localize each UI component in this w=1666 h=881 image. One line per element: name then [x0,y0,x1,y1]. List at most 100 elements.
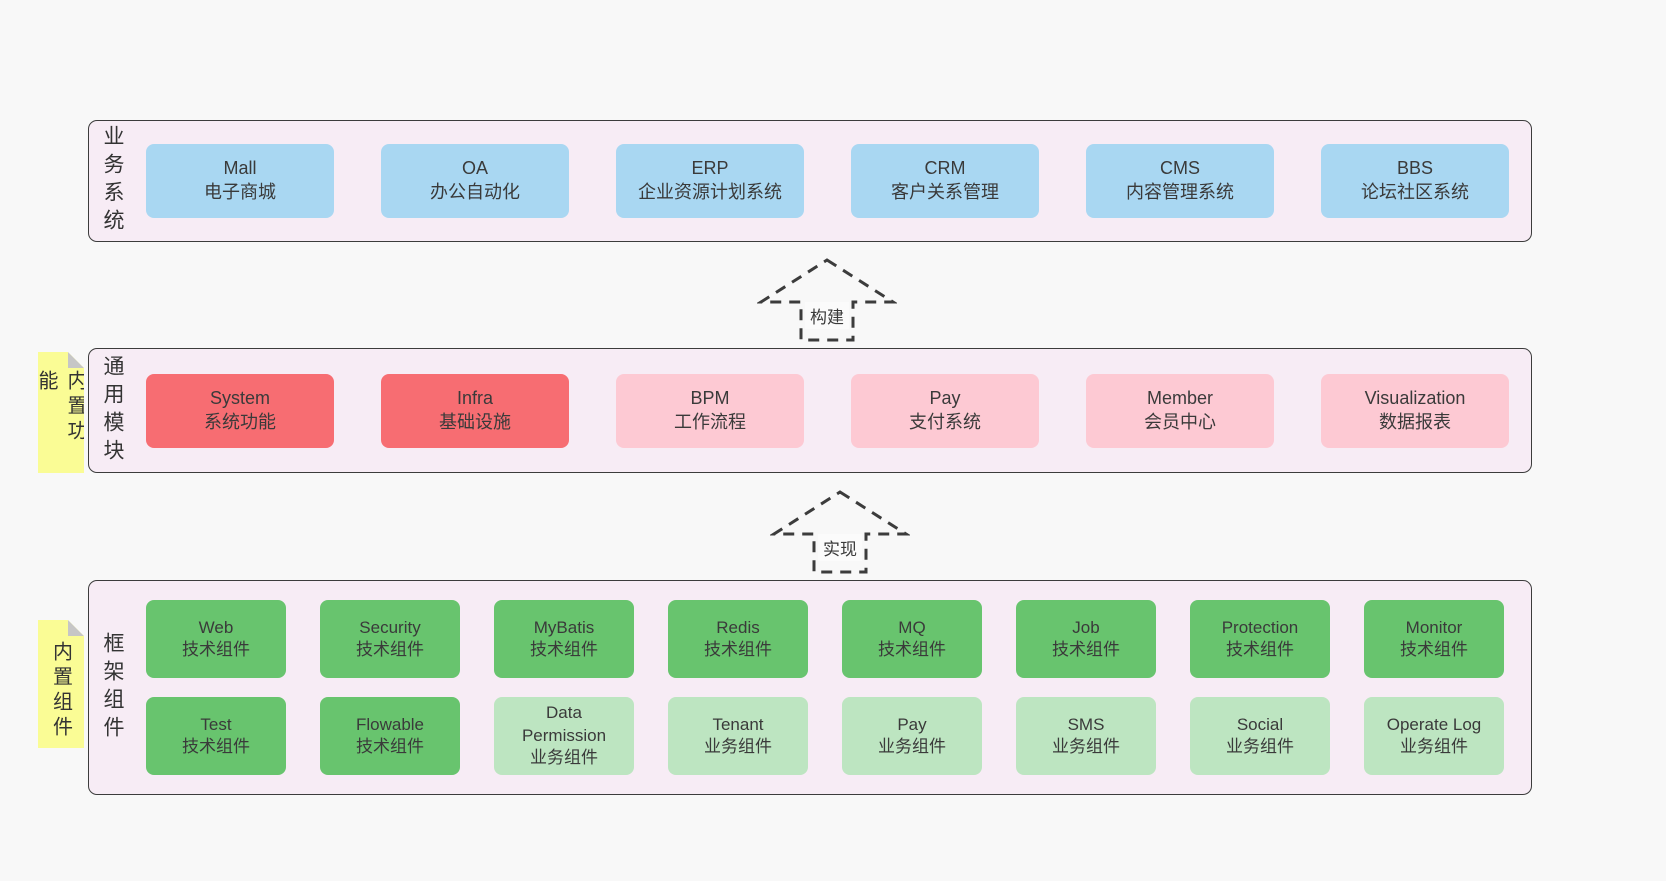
module-box-visualization: Visualization 数据报表 [1321,373,1509,448]
module-box-oa: OA 办公自动化 [381,144,569,218]
module-box-operate-log: Operate Log 业务组件 [1364,697,1504,775]
module-box-monitor: Monitor 技术组件 [1364,600,1504,678]
folded-corner-icon [68,620,84,636]
module-title: Pay [897,714,927,734]
business-systems-panel: 业务系统 Mall 电子商城 OA 办公自动化 ERP 企业资源计划系统 CRM 客户关系管理… [88,120,1532,242]
module-title: Operate Log [1386,714,1482,734]
module-title: Mall [223,158,257,179]
module-box-protection: Protection 技术组件 [1190,600,1330,678]
module-title: Member [1146,387,1213,408]
module-title: MyBatis [533,617,595,637]
common-modules-label: 通用模块 [101,354,124,467]
module-subtitle: 技术组件 [878,640,946,659]
module-row: Mall 电子商城 OA 办公自动化 ERP 企业资源计划系统 CRM 客户关系管理 CMS 内容… [146,144,1515,218]
business-systems-rows: Mall 电子商城 OA 办公自动化 ERP 企业资源计划系统 CRM 客户关系管理 CMS 内容… [146,121,1515,241]
module-title: Job [1072,617,1100,637]
module-title: MQ [898,617,926,637]
module-title: Redis [716,617,760,637]
implement-arrow-label: 实现 [818,534,862,561]
module-box-web: Web 技术组件 [146,600,286,678]
module-box-redis: Redis 技术组件 [668,600,808,678]
module-title: SMS [1067,714,1105,734]
module-box-tenant: Tenant 业务组件 [668,697,808,775]
module-box-mybatis: MyBatis 技术组件 [494,600,634,678]
module-subtitle: 技术组件 [182,640,250,659]
module-subtitle: 技术组件 [356,737,424,756]
module-subtitle: 技术组件 [704,640,772,659]
module-title: Protection [1221,617,1299,637]
module-box-test: Test 技术组件 [146,697,286,775]
builtin-features-note-label: 内置功能 [35,370,86,445]
module-subtitle: 电子商城 [204,182,276,202]
module-title: OA [461,158,488,179]
module-title: Tenant [712,714,764,734]
module-title: ERP [691,158,729,179]
module-subtitle: 客户关系管理 [891,182,999,202]
module-box-data-permission: Data Permission 业务组件 [494,697,634,775]
builtin-features-note: 内置功能 [38,352,84,473]
builtin-components-note: 内置组件 [38,620,84,748]
module-title: Web [198,617,234,637]
module-box-sms: SMS 业务组件 [1016,697,1156,775]
module-title: Monitor [1405,617,1463,637]
module-box-infra: Infra 基础设施 [381,373,569,448]
module-title: CMS [1160,158,1200,179]
implement-arrow: 实现 [770,488,910,576]
module-subtitle: 业务组件 [1052,737,1120,756]
module-box-security: Security 技术组件 [320,600,460,678]
module-subtitle: 业务组件 [704,737,772,756]
module-box-pay: Pay 支付系统 [851,373,1039,448]
module-subtitle: 内容管理系统 [1126,182,1234,202]
up-arrow-icon [757,258,897,342]
module-title: BPM [690,387,730,408]
folded-corner-icon [68,352,84,368]
module-subtitle: 基础设施 [439,411,511,432]
module-box-mall: Mall 电子商城 [146,144,334,218]
module-subtitle: 企业资源计划系统 [638,182,782,202]
module-subtitle: 数据报表 [1379,411,1451,432]
build-arrow-label: 构建 [805,302,849,329]
up-arrow-icon [770,490,910,574]
business-systems-label: 业务系统 [101,125,124,237]
module-box-crm: CRM 客户关系管理 [851,144,1039,218]
module-title: BBS [1396,158,1434,179]
module-subtitle: 业务组件 [1400,737,1468,756]
module-subtitle: 业务组件 [1226,737,1294,756]
module-subtitle: 技术组件 [530,640,598,659]
module-box-erp: ERP 企业资源计划系统 [616,144,804,218]
module-title: CRM [924,158,966,179]
module-subtitle: 业务组件 [530,748,598,768]
module-box-bpm: BPM 工作流程 [616,373,804,448]
module-subtitle: 技术组件 [1400,640,1468,659]
module-subtitle: 支付系统 [909,411,981,432]
module-title: Test [200,714,232,734]
module-title: Data Permission [521,703,607,745]
module-title: Visualization [1364,387,1466,408]
module-subtitle: 办公自动化 [430,182,520,202]
module-subtitle: 技术组件 [182,737,250,756]
module-subtitle: 业务组件 [878,737,946,756]
module-subtitle: 技术组件 [356,640,424,659]
module-box-mq: MQ 技术组件 [842,600,982,678]
module-subtitle: 会员中心 [1144,411,1216,432]
module-box-cms: CMS 内容管理系统 [1086,144,1274,218]
module-box-pay: Pay 业务组件 [842,697,982,775]
module-subtitle: 技术组件 [1226,640,1294,659]
module-title: Infra [456,387,494,408]
module-title: Security [359,617,421,637]
module-title: System [209,387,270,408]
module-title: Pay [929,387,961,408]
module-subtitle: 工作流程 [674,411,746,432]
